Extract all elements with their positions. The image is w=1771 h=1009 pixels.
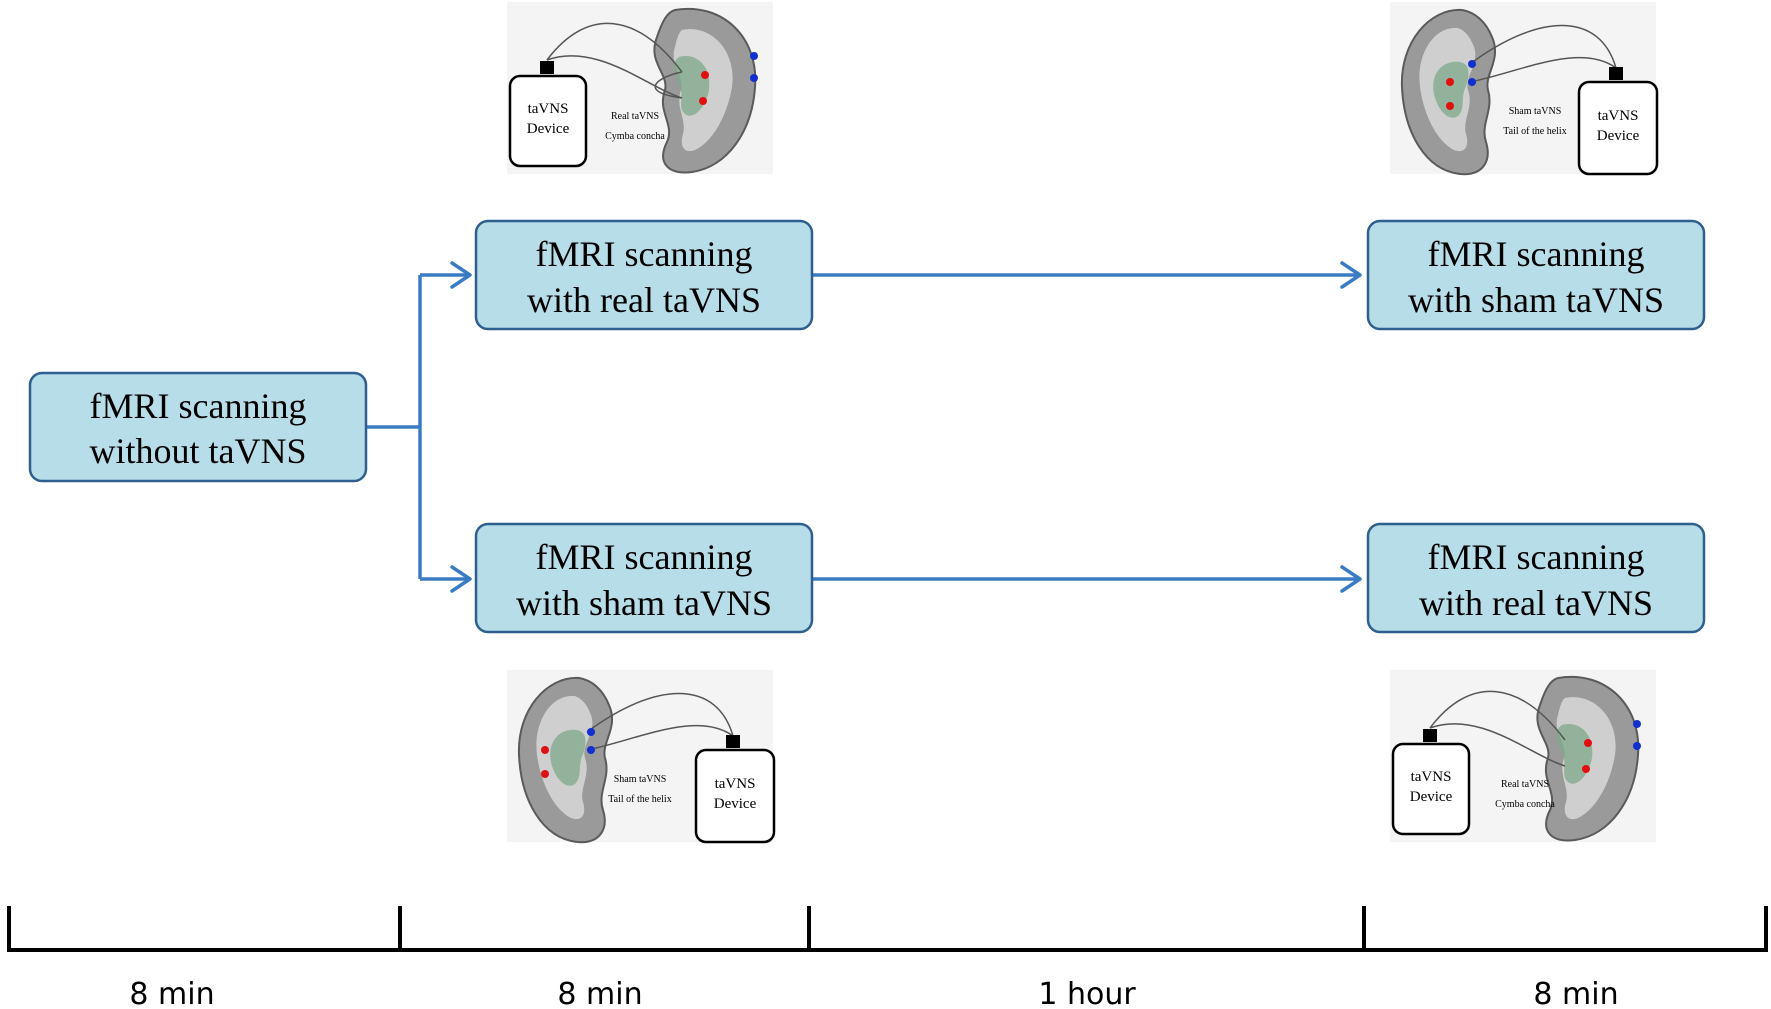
- stimulation-site-line1: Real taVNS: [611, 111, 659, 122]
- active-electrode-dot: [1582, 765, 1590, 773]
- stimulation-site-line1: Sham taVNS: [614, 774, 667, 785]
- device-label-line2: Device: [1410, 789, 1453, 805]
- box-bottom-second: fMRI scanning with real taVNS: [1366, 522, 1706, 634]
- active-electrode-dot: [701, 71, 709, 79]
- reference-electrode-dot: [1633, 742, 1641, 750]
- stimulation-site-line1: Sham taVNS: [1509, 106, 1562, 117]
- stimulation-site-line2: Tail of the helix: [1503, 126, 1566, 137]
- tavns-device-icon: taVNS Device: [1577, 67, 1659, 176]
- reference-electrode-dot: [1468, 78, 1476, 86]
- box-line2: with real taVNS: [1419, 583, 1653, 623]
- box-line1: fMRI scanning: [90, 386, 307, 426]
- device-label-line1: taVNS: [1411, 769, 1452, 785]
- arrow-head-icon: [450, 261, 472, 289]
- tavns-device-icon: taVNS Device: [1391, 729, 1471, 836]
- timeline-segment-label: 1 hour: [1038, 977, 1136, 1009]
- tavns-device-icon: taVNS Device: [694, 735, 776, 844]
- stimulation-site-line2: Cymba concha: [605, 131, 665, 142]
- active-electrode-dot: [1446, 102, 1454, 110]
- active-electrode-dot: [1584, 739, 1592, 747]
- timeline-segment-label: 8 min: [557, 977, 642, 1009]
- device-label-line1: taVNS: [528, 101, 569, 117]
- stimulation-site-line1: Real taVNS: [1501, 779, 1549, 790]
- timeline-segment-label: 8 min: [129, 977, 214, 1009]
- flow-connectors: [366, 261, 1362, 593]
- device-label-line2: Device: [1597, 128, 1640, 144]
- ear-illustration-bottom-second: taVNS Device Real taVNS Cymba concha: [1390, 670, 1656, 842]
- box-line1: fMRI scanning: [1428, 537, 1645, 577]
- box-line2: with sham taVNS: [516, 583, 772, 623]
- ear-icon: [1400, 8, 1497, 176]
- active-electrode-dot: [541, 770, 549, 778]
- arrow-head-icon: [1340, 261, 1362, 289]
- ear-icon: [653, 7, 757, 174]
- box-line2: with sham taVNS: [1408, 280, 1664, 320]
- timeline: 8 min 8 min 1 hour 8 min: [7, 906, 1768, 1009]
- box-baseline: fMRI scanning without taVNS: [28, 371, 368, 483]
- arrow-head-icon: [1340, 565, 1362, 593]
- timeline-segment-label: 8 min: [1533, 977, 1618, 1009]
- device-label-line1: taVNS: [715, 776, 756, 792]
- tavns-device-icon: taVNS Device: [508, 61, 588, 168]
- reference-electrode-dot: [750, 74, 758, 82]
- box-line1: fMRI scanning: [536, 234, 753, 274]
- device-label-line2: Device: [527, 121, 570, 137]
- arrow-head-icon: [450, 565, 472, 593]
- device-label-line2: Device: [714, 796, 757, 812]
- ear-illustration-top-first: taVNS Device Real taVNS Cymba concha: [507, 2, 773, 174]
- box-line1: fMRI scanning: [536, 537, 753, 577]
- reference-electrode-dot: [1633, 720, 1641, 728]
- box-bottom-first: fMRI scanning with sham taVNS: [474, 522, 814, 634]
- ear-illustration-bottom-first: taVNS Device Sham taVNS Tail of the heli…: [507, 670, 776, 844]
- box-line2: without taVNS: [89, 431, 306, 471]
- reference-electrode-dot: [750, 52, 758, 60]
- box-line2: with real taVNS: [527, 280, 761, 320]
- active-electrode-dot: [1446, 78, 1454, 86]
- active-electrode-dot: [699, 97, 707, 105]
- stimulation-site-line2: Cymba concha: [1495, 799, 1555, 810]
- device-label-line1: taVNS: [1598, 108, 1639, 124]
- reference-electrode-dot: [587, 746, 595, 754]
- ear-illustration-top-second: taVNS Device Sham taVNS Tail of the heli…: [1390, 2, 1659, 176]
- ear-icon: [517, 676, 614, 844]
- active-electrode-dot: [541, 746, 549, 754]
- reference-electrode-dot: [587, 728, 595, 736]
- box-top-second: fMRI scanning with sham taVNS: [1366, 219, 1706, 331]
- box-top-first: fMRI scanning with real taVNS: [474, 219, 814, 331]
- stimulation-site-line2: Tail of the helix: [608, 794, 671, 805]
- box-line1: fMRI scanning: [1428, 234, 1645, 274]
- reference-electrode-dot: [1468, 60, 1476, 68]
